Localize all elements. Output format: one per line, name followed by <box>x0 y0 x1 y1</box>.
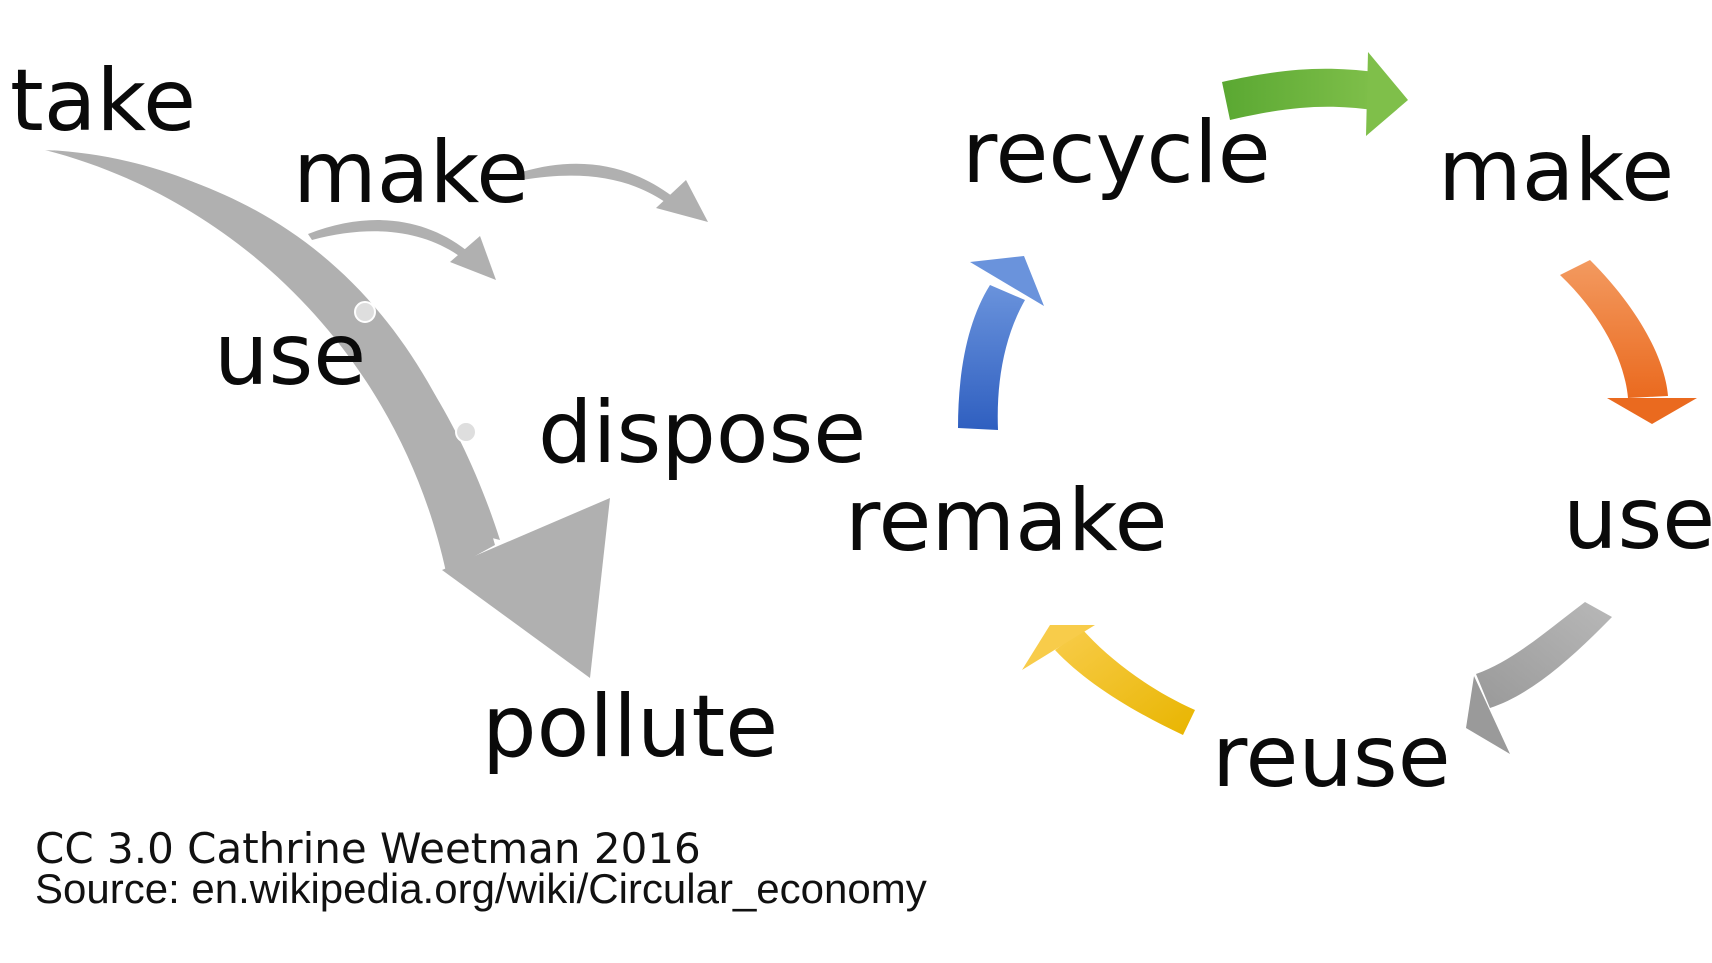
linear-step-dispose: dispose <box>538 383 867 483</box>
circular-step-remake: remake <box>845 471 1168 571</box>
take-to-pollute-arrow-body <box>45 150 495 572</box>
circular-economy <box>958 52 1697 754</box>
use-to-dispose-arrowhead <box>450 236 496 280</box>
dispose-step-marker <box>455 421 477 443</box>
remake-to-recycle-arrow <box>958 285 1025 430</box>
use-to-reuse-arrow <box>1476 602 1612 708</box>
make-to-dispose-arrow <box>522 163 672 204</box>
remake-to-recycle-arrowhead <box>970 256 1044 306</box>
linear-step-pollute: pollute <box>482 677 779 777</box>
recycle-to-make-arrow <box>1222 68 1375 120</box>
reuse-to-remake-arrowhead <box>1022 625 1095 670</box>
make-to-dispose-arrowhead <box>656 180 708 222</box>
recycle-to-make-arrowhead <box>1366 52 1408 136</box>
use-step-marker <box>354 301 376 323</box>
reuse-to-remake-arrow <box>1055 630 1195 735</box>
circular-step-recycle: recycle <box>962 103 1271 203</box>
make-to-use-arrowhead <box>1607 398 1697 424</box>
linear-step-take: take <box>10 51 197 151</box>
linear-economy <box>45 150 708 678</box>
circular-step-make: make <box>1438 121 1675 221</box>
linear-step-use: use <box>214 305 367 405</box>
circular-step-reuse: reuse <box>1212 707 1451 807</box>
use-to-dispose-arrow <box>308 220 466 258</box>
license-credit: CC 3.0 Cathrine Weetman 2016 <box>35 824 701 873</box>
pollute-arrowhead <box>442 498 610 678</box>
make-to-use-arrow <box>1560 260 1668 398</box>
source-credit: Source: en.wikipedia.org/wiki/Circular_e… <box>35 865 927 912</box>
use-to-reuse-arrowhead <box>1466 676 1510 754</box>
circular-step-use: use <box>1563 469 1712 569</box>
linear-step-make: make <box>293 123 530 223</box>
